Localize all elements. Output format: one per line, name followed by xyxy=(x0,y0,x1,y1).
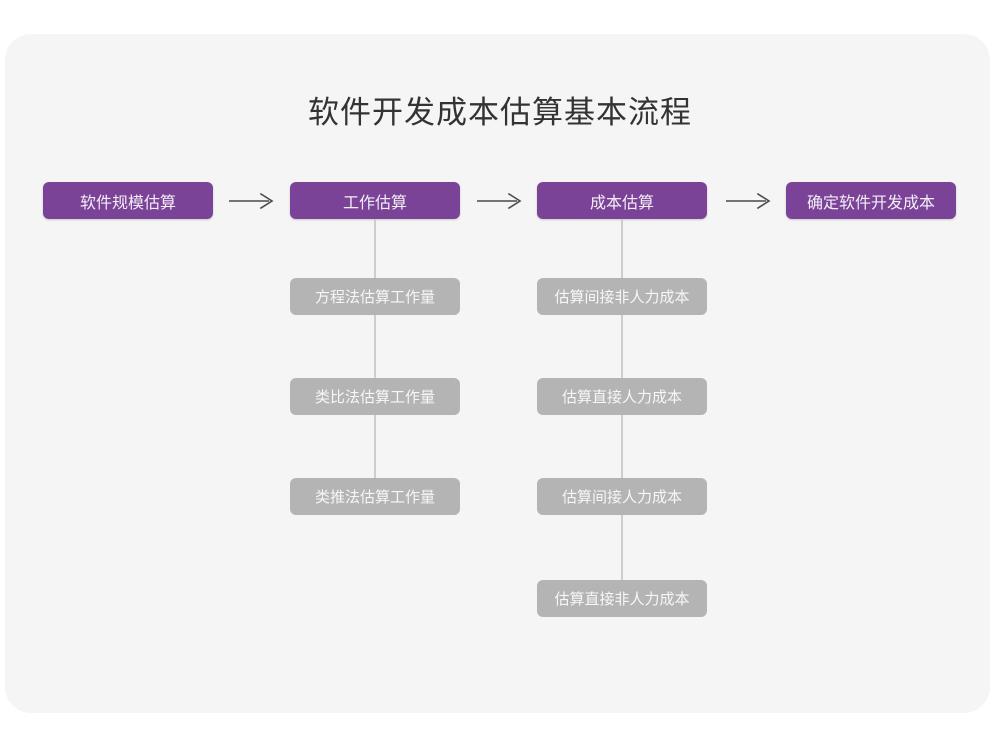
connector-line-cost-sub1-to-sub2 xyxy=(621,315,623,378)
substep-node-analogy-method-effort[interactable]: 类比法估算工作量 xyxy=(290,378,460,415)
substep-node-inference-method-effort[interactable]: 类推法估算工作量 xyxy=(290,478,460,515)
connector-line-cost-sub3-to-sub4 xyxy=(621,515,623,580)
substep-node-indirect-labor-cost[interactable]: 估算间接人力成本 xyxy=(537,478,707,515)
arrow-icon-stage1-to-stage2 xyxy=(228,191,276,211)
connector-line-cost-sub2-to-sub3 xyxy=(621,415,623,478)
connector-line-sub2-to-sub3 xyxy=(374,415,376,478)
connector-line-sub1-to-sub2 xyxy=(374,315,376,378)
stage-node-cost-estimation[interactable]: 成本估算 xyxy=(537,182,707,219)
substep-node-direct-nonlabor-cost[interactable]: 估算直接非人力成本 xyxy=(537,580,707,617)
substep-node-indirect-nonlabor-cost[interactable]: 估算间接非人力成本 xyxy=(537,278,707,315)
substep-node-equation-method-effort[interactable]: 方程法估算工作量 xyxy=(290,278,460,315)
arrow-icon-stage2-to-stage3 xyxy=(476,191,524,211)
connector-line-stage3-to-sub1 xyxy=(621,219,623,278)
connector-line-stage2-to-sub1 xyxy=(374,219,376,278)
substep-node-direct-labor-cost[interactable]: 估算直接人力成本 xyxy=(537,378,707,415)
stage-node-determine-development-cost[interactable]: 确定软件开发成本 xyxy=(786,182,956,219)
stage-node-software-scale-estimation[interactable]: 软件规模估算 xyxy=(43,182,213,219)
diagram-card xyxy=(5,34,990,713)
arrow-icon-stage3-to-stage4 xyxy=(725,191,773,211)
stage-node-effort-estimation[interactable]: 工作估算 xyxy=(290,182,460,219)
page-title: 软件开发成本估算基本流程 xyxy=(308,95,692,130)
